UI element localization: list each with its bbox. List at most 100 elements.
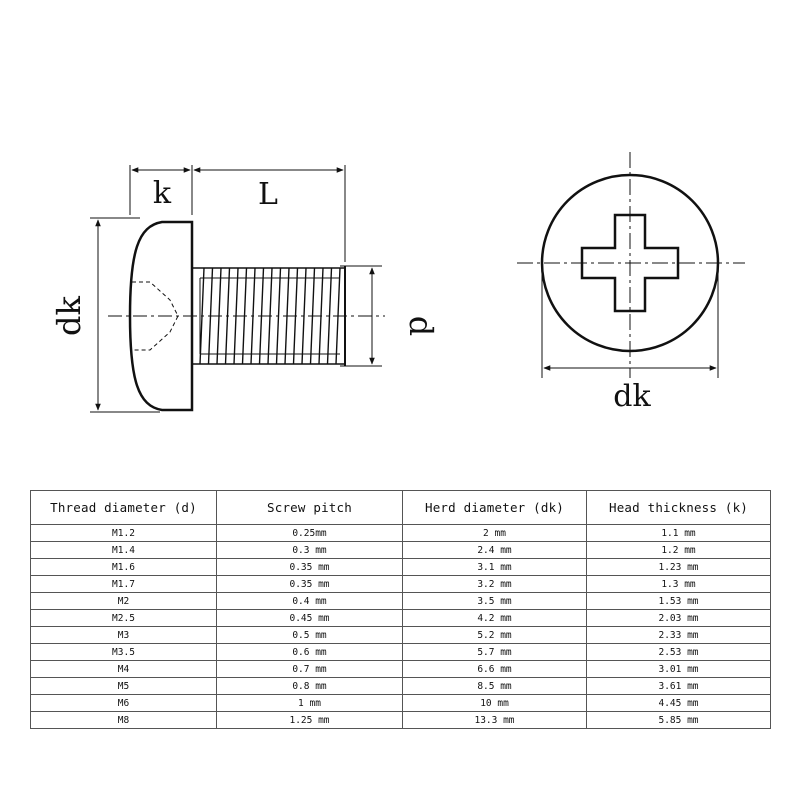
cell-head-thickness: 5.85 mm bbox=[586, 711, 771, 729]
thread-line bbox=[292, 267, 299, 365]
cell-head-diameter: 2.4 mm bbox=[402, 541, 587, 559]
d-label: d bbox=[402, 316, 440, 336]
dk-label-side: dk bbox=[50, 295, 88, 335]
thread-line bbox=[275, 267, 282, 365]
thread-lines bbox=[199, 267, 341, 365]
cell-screw-pitch: 0.45 mm bbox=[216, 609, 403, 627]
screw-technical-drawing: k L dk d dk bbox=[50, 152, 745, 414]
cell-head-thickness: 1.23 mm bbox=[586, 558, 771, 576]
cell-screw-pitch: 0.35 mm bbox=[216, 575, 403, 593]
head-recess bbox=[132, 281, 179, 351]
cell-screw-pitch: 0.4 mm bbox=[216, 592, 403, 610]
header-head-diameter: Herd diameter (dk) bbox=[402, 490, 587, 525]
cell-screw-pitch: 0.6 mm bbox=[216, 643, 403, 661]
cell-thread-diameter: M1.7 bbox=[30, 575, 217, 593]
thread-line bbox=[216, 267, 222, 365]
cell-head-thickness: 3.61 mm bbox=[586, 677, 771, 695]
thread-line bbox=[233, 267, 239, 365]
k-dimension bbox=[129, 165, 193, 215]
header-head-thickness: Head thickness (k) bbox=[586, 490, 771, 525]
phillips-cross-icon bbox=[580, 213, 680, 313]
cell-head-diameter: 3.2 mm bbox=[402, 575, 587, 593]
thread-line bbox=[309, 267, 316, 365]
cell-screw-pitch: 0.35 mm bbox=[216, 558, 403, 576]
cell-head-diameter: 3.5 mm bbox=[402, 592, 587, 610]
thread-line bbox=[258, 267, 265, 365]
top-view bbox=[517, 152, 745, 378]
thread-line bbox=[207, 267, 214, 365]
table-header-row: Thread diameter (d) Screw pitch Herd dia… bbox=[30, 490, 771, 525]
cell-head-diameter: 8.5 mm bbox=[402, 677, 587, 695]
cell-thread-diameter: M5 bbox=[30, 677, 217, 695]
cell-thread-diameter: M3.5 bbox=[30, 643, 217, 661]
cell-head-thickness: 2.33 mm bbox=[586, 626, 771, 644]
l-label: L bbox=[258, 177, 278, 212]
cell-thread-diameter: M1.4 bbox=[30, 541, 217, 559]
cell-head-diameter: 10 mm bbox=[402, 694, 587, 712]
thread-line bbox=[241, 267, 248, 365]
cell-screw-pitch: 0.5 mm bbox=[216, 626, 403, 644]
side-view bbox=[90, 165, 385, 413]
thread-line bbox=[250, 267, 256, 365]
dk-label-top: dk bbox=[613, 379, 651, 414]
cell-screw-pitch: 0.3 mm bbox=[216, 541, 403, 559]
l-dimension bbox=[193, 165, 346, 262]
header-thread-diameter: Thread diameter (d) bbox=[30, 490, 217, 525]
cell-thread-diameter: M2 bbox=[30, 592, 217, 610]
cell-thread-diameter: M6 bbox=[30, 694, 217, 712]
cell-head-diameter: 13.3 mm bbox=[402, 711, 587, 729]
dk-dimension-side bbox=[90, 217, 160, 413]
cell-head-thickness: 2.53 mm bbox=[586, 643, 771, 661]
cell-head-thickness: 2.03 mm bbox=[586, 609, 771, 627]
cell-screw-pitch: 0.25mm bbox=[216, 524, 403, 542]
thread-line bbox=[284, 267, 290, 365]
cell-head-diameter: 5.2 mm bbox=[402, 626, 587, 644]
thread-line bbox=[335, 267, 341, 365]
thread-line bbox=[326, 267, 333, 365]
dk-dimension-top bbox=[541, 268, 719, 378]
cell-head-diameter: 6.6 mm bbox=[402, 660, 587, 678]
cell-thread-diameter: M1.2 bbox=[30, 524, 217, 542]
thread-line bbox=[318, 267, 324, 365]
cell-head-thickness: 1.2 mm bbox=[586, 541, 771, 559]
cell-head-thickness: 3.01 mm bbox=[586, 660, 771, 678]
cell-head-diameter: 5.7 mm bbox=[402, 643, 587, 661]
cell-thread-diameter: M4 bbox=[30, 660, 217, 678]
cell-head-thickness: 4.45 mm bbox=[586, 694, 771, 712]
cell-thread-diameter: M3 bbox=[30, 626, 217, 644]
cell-thread-diameter: M1.6 bbox=[30, 558, 217, 576]
cell-screw-pitch: 0.7 mm bbox=[216, 660, 403, 678]
cell-screw-pitch: 1.25 mm bbox=[216, 711, 403, 729]
thread-line bbox=[224, 267, 231, 365]
screw-spec-table: Thread diameter (d) Screw pitch Herd dia… bbox=[30, 490, 771, 729]
thread-line bbox=[301, 267, 307, 365]
cell-screw-pitch: 0.8 mm bbox=[216, 677, 403, 695]
screw-head bbox=[128, 220, 194, 412]
cell-head-thickness: 1.1 mm bbox=[586, 524, 771, 542]
cell-thread-diameter: M2.5 bbox=[30, 609, 217, 627]
d-dimension bbox=[340, 265, 382, 367]
thread-line bbox=[199, 267, 205, 365]
cell-head-thickness: 1.53 mm bbox=[586, 592, 771, 610]
cell-head-diameter: 2 mm bbox=[402, 524, 587, 542]
header-screw-pitch: Screw pitch bbox=[216, 490, 403, 525]
cell-thread-diameter: M8 bbox=[30, 711, 217, 729]
cell-head-diameter: 4.2 mm bbox=[402, 609, 587, 627]
thread-line bbox=[267, 267, 273, 365]
k-label: k bbox=[153, 176, 172, 211]
cell-head-diameter: 3.1 mm bbox=[402, 558, 587, 576]
cell-head-thickness: 1.3 mm bbox=[586, 575, 771, 593]
cell-screw-pitch: 1 mm bbox=[216, 694, 403, 712]
